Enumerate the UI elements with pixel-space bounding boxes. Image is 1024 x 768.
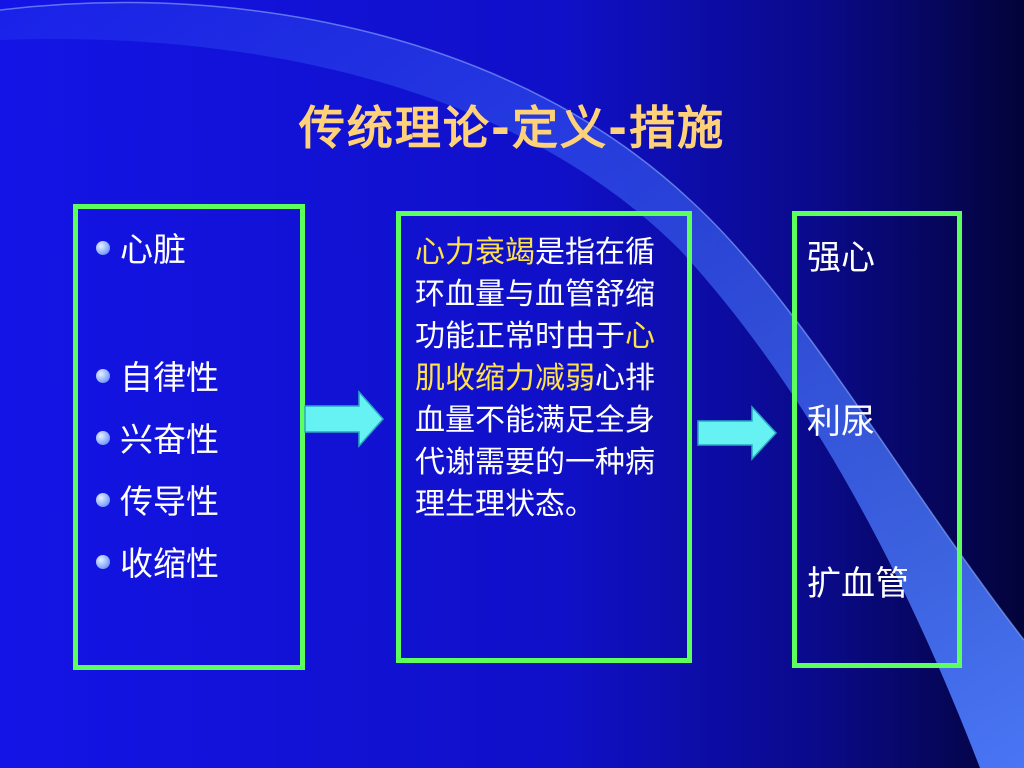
- highlight-cause: 心肌收缩力减弱: [415, 319, 655, 396]
- list-item-label: 传导性: [120, 482, 219, 521]
- list-item: 传导性: [96, 475, 219, 523]
- middle-box: 心力衰竭是指在循环血量与血管舒缩功能正常时由于心肌收缩力减弱心排血量不能满足全身…: [396, 211, 692, 663]
- definition-part: 心排血量不能满足全身代谢需要的一种病理生理状态。: [415, 361, 655, 522]
- arrow-right-icon: [304, 390, 385, 448]
- list-item: 收缩性: [96, 537, 219, 585]
- list-item-label: 自律性: [120, 358, 219, 397]
- list-item-label: 心脏: [120, 230, 186, 269]
- list-item: 心脏: [96, 223, 186, 271]
- measure-item: 强心: [807, 238, 875, 278]
- measure-item: 利尿: [807, 402, 875, 442]
- bullet-icon: [96, 492, 110, 507]
- definition-text: 心力衰竭是指在循环血量与血管舒缩功能正常时由于心肌收缩力减弱心排血量不能满足全身…: [415, 232, 655, 526]
- bullet-icon: [96, 368, 110, 383]
- bullet-icon: [96, 554, 110, 569]
- arrow-right-icon: [697, 405, 778, 461]
- slide-title: 传统理论-定义-措施: [298, 101, 726, 155]
- list-item-label: 兴奋性: [120, 420, 219, 459]
- bullet-icon: [96, 240, 110, 255]
- measure-item: 扩血管: [807, 564, 909, 604]
- list-item: 兴奋性: [96, 413, 219, 461]
- right-box: 强心 利尿 扩血管: [792, 211, 962, 668]
- left-box: 心脏 自律性 兴奋性 传导性 收缩性: [73, 204, 305, 670]
- list-item-label: 收缩性: [120, 544, 219, 583]
- definition-part: 是指在循环血量与血管舒缩功能正常时由于: [415, 235, 655, 354]
- bullet-icon: [96, 430, 110, 445]
- list-item: 自律性: [96, 351, 219, 399]
- highlight-term: 心力衰竭: [415, 235, 535, 270]
